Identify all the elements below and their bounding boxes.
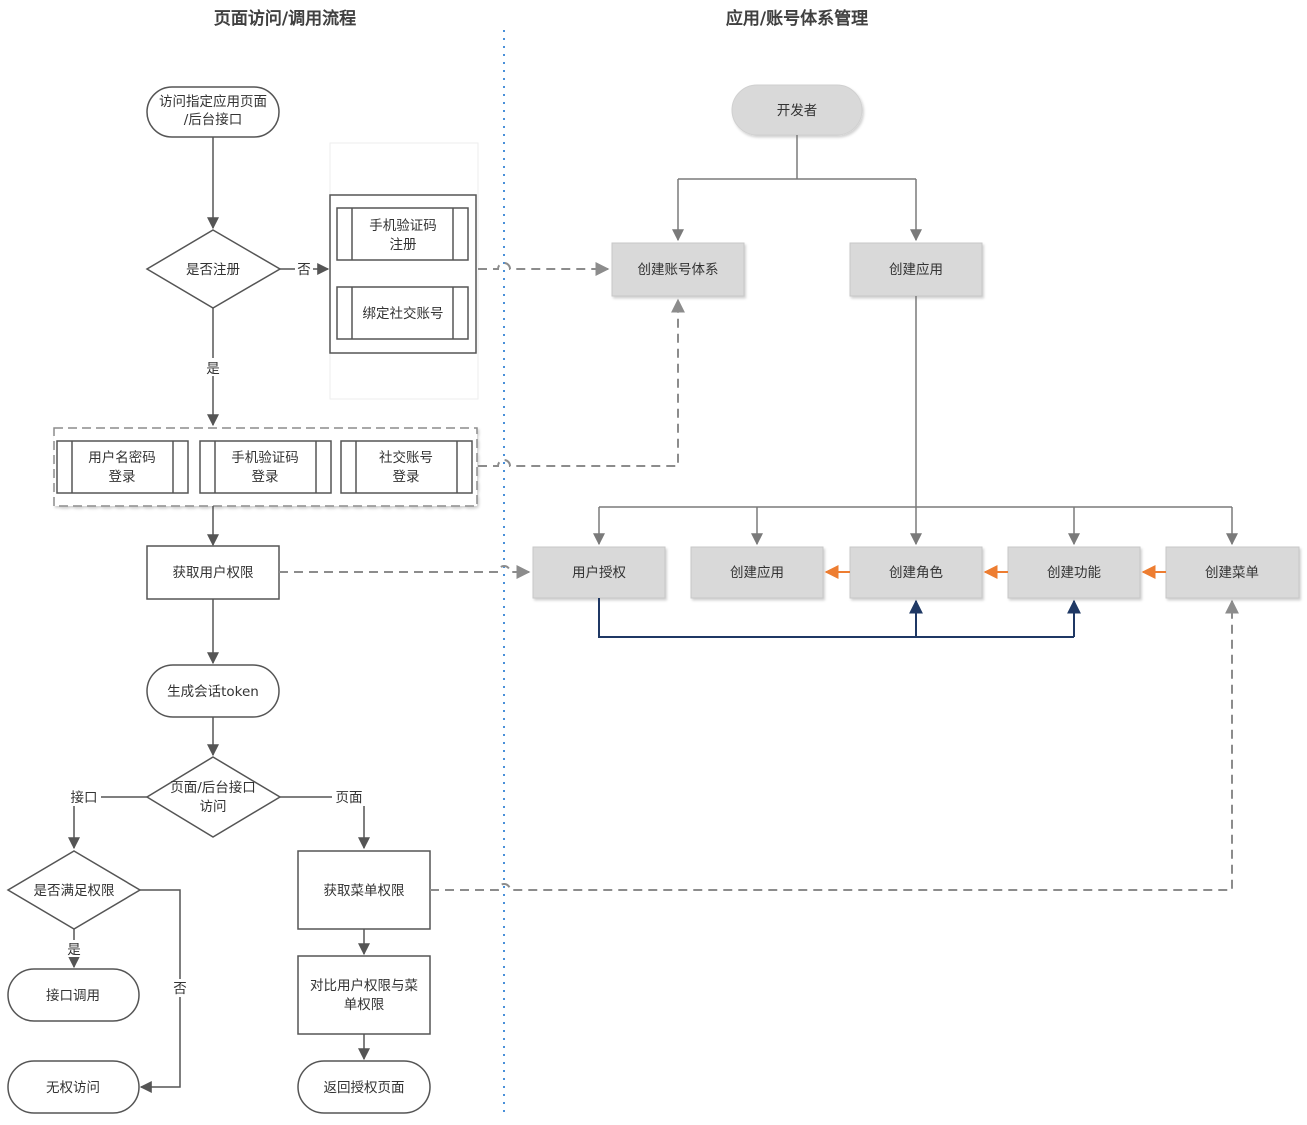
create-app-top-box — [849, 242, 983, 297]
register-phone-subprocess — [336, 207, 469, 261]
create-app-top-label: 创建应用 — [889, 261, 943, 278]
create-menu-box — [1165, 546, 1300, 599]
compare-permission-box — [297, 955, 431, 1035]
create-app-label: 创建应用 — [730, 564, 784, 581]
create-role-label: 创建角色 — [889, 564, 943, 581]
login-password-subprocess — [56, 440, 189, 494]
edge-api-label: 接口 — [71, 789, 98, 806]
edge-login-to-account-system — [478, 298, 685, 467]
edge-no-label: 否 — [297, 262, 311, 278]
login-phone-subprocess — [199, 440, 332, 494]
get-menu-permission-label: 获取菜单权限 — [324, 882, 405, 899]
edge-menu-permission-to-menu — [430, 599, 1239, 891]
create-menu-label: 创建菜单 — [1205, 565, 1259, 581]
register-phone-line1: 手机验证码 — [369, 218, 437, 234]
session-token-label: 生成会话token — [167, 684, 259, 700]
compare-line1: 对比用户权限与菜 — [310, 977, 418, 994]
create-account-system-box — [611, 242, 745, 297]
login-social-subprocess — [340, 440, 473, 494]
register-social-subprocess — [336, 286, 469, 340]
access-type-line1: 页面/后台接口 — [170, 779, 256, 796]
create-function-label: 创建功能 — [1047, 565, 1101, 581]
get-permission-label: 获取用户权限 — [173, 564, 254, 581]
create-account-system-label: 创建账号体系 — [638, 262, 719, 278]
start-label-line1: 访问指定应用页面 — [159, 93, 267, 110]
edge-permission-to-authorization — [279, 565, 531, 579]
meets-permission-label: 是否满足权限 — [34, 882, 115, 899]
is-registered-label: 是否注册 — [186, 262, 240, 278]
edge-no2-label: 否 — [173, 981, 187, 997]
edge-yes-label: 是 — [206, 361, 220, 377]
developer-label: 开发者 — [777, 103, 818, 119]
edge-authorization-bus — [598, 598, 1074, 638]
create-role-box — [849, 546, 983, 599]
return-page-terminal — [297, 1060, 431, 1114]
register-social-label: 绑定社交账号 — [363, 305, 444, 322]
api-call-terminal — [7, 968, 140, 1022]
access-type-decision — [145, 756, 282, 838]
no-access-terminal — [7, 1060, 140, 1114]
left-section-title: 页面访问/调用流程 — [214, 8, 356, 29]
right-section-title: 应用/账号体系管理 — [726, 8, 868, 29]
login-password-line1: 用户名密码 — [88, 449, 156, 466]
user-authorization-box — [532, 546, 666, 599]
login-password-line2: 登录 — [109, 469, 136, 485]
create-app-box — [690, 546, 824, 599]
login-social-line1: 社交账号 — [379, 449, 433, 466]
create-function-box — [1007, 546, 1141, 599]
return-page-label: 返回授权页面 — [324, 1079, 405, 1096]
edge-register-to-account-system — [478, 262, 610, 276]
login-phone-line2: 登录 — [252, 469, 279, 485]
no-access-label: 无权访问 — [46, 1079, 100, 1096]
get-menu-permission-box — [297, 850, 431, 930]
start-label-line2: /后台接口 — [184, 111, 243, 128]
login-social-line2: 登录 — [393, 469, 420, 485]
edge-yes2-label: 是 — [67, 942, 81, 958]
access-type-line2: 访问 — [200, 799, 227, 815]
login-phone-line1: 手机验证码 — [231, 450, 299, 466]
user-authorization-label: 用户授权 — [572, 564, 626, 581]
register-phone-line2: 注册 — [390, 237, 417, 253]
compare-line2: 单权限 — [344, 996, 385, 1013]
api-call-label: 接口调用 — [46, 987, 100, 1004]
edge-page-label: 页面 — [336, 790, 363, 806]
